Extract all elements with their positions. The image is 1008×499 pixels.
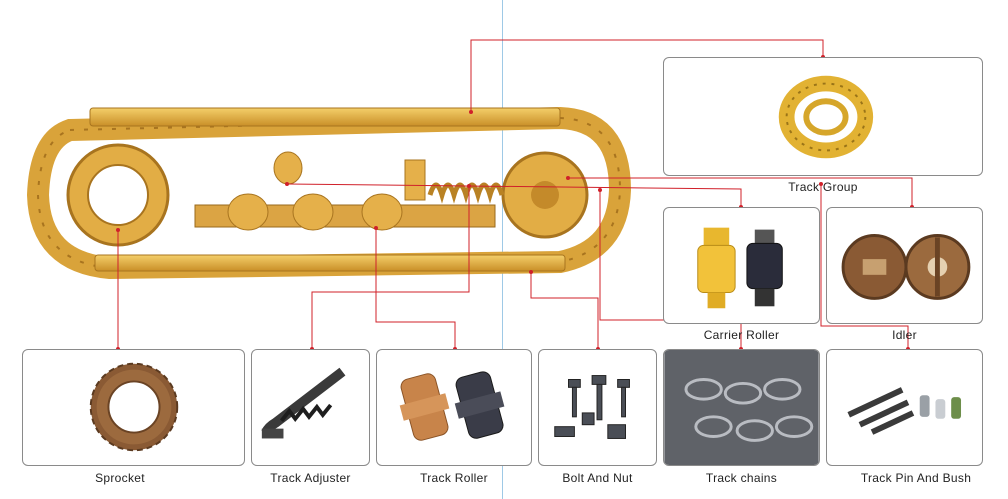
bolt-and-nut-box [538, 349, 657, 466]
leader-bolt-and-nut [530, 272, 599, 349]
recoil-spring [427, 182, 505, 204]
carrier-roller-image [697, 227, 783, 309]
track-shoes-bottom [94, 254, 566, 272]
track-roller-image [399, 371, 505, 441]
bolt-and-nut-label: Bolt And Nut [562, 471, 633, 485]
track-group-image [778, 75, 874, 159]
bolt-and-nut-image [554, 375, 630, 439]
track-roller-label: Track Roller [420, 471, 488, 485]
sprocket-image [89, 362, 179, 452]
carrier-roller-label: Carrier Roller [703, 328, 780, 342]
track-chains-box [663, 349, 820, 466]
leader-track-group [470, 39, 824, 112]
idler-box [826, 207, 983, 324]
track-adjuster-box [251, 349, 370, 466]
track-adjuster-label: Track Adjuster [270, 471, 351, 485]
leader-track-adjuster [311, 186, 470, 349]
bottom-track-rollers [227, 193, 403, 231]
leader-track-roller [375, 228, 456, 349]
idler-label: Idler [892, 328, 917, 342]
track-roller-box [376, 349, 532, 466]
track-chains-label: Track chains [705, 471, 778, 485]
track-group-box [663, 57, 983, 176]
track-pin-and-bush-image [847, 387, 962, 435]
drive-sprocket [66, 143, 170, 247]
track-shoes-top [89, 107, 561, 127]
idler-image [841, 234, 971, 300]
track-group-label: Track Group [788, 180, 858, 194]
sprocket-box [22, 349, 245, 466]
sprocket-label: Sprocket [95, 471, 145, 485]
carrier-roller-box [663, 207, 820, 324]
leader-idler [568, 177, 913, 207]
track-frame [194, 204, 496, 228]
leader-track-pin-and-bush [820, 184, 909, 349]
track-pin-and-bush-label: Track Pin And Bush [860, 471, 972, 485]
leader-carrier-roller [286, 183, 742, 207]
track-pin-and-bush-box [826, 349, 983, 466]
track-chains-image [664, 350, 819, 465]
front-idler [501, 151, 589, 239]
track-adjuster-image [261, 367, 346, 439]
layout-guide-line [502, 0, 503, 499]
